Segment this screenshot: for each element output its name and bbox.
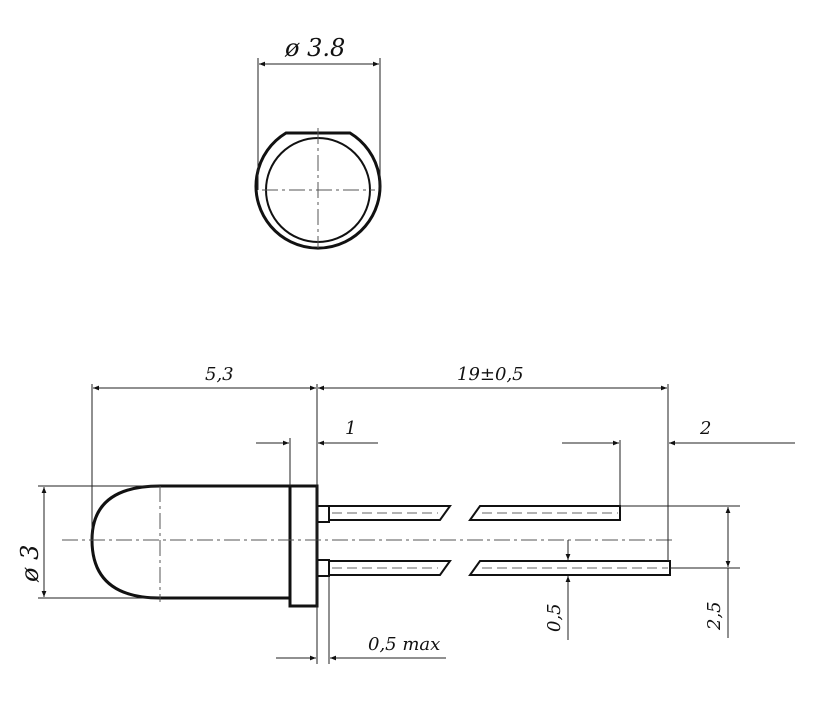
dim-body-length: 5,3 xyxy=(205,364,234,385)
led-flange xyxy=(288,484,319,608)
dim-lead-length: 19±0,5 xyxy=(457,364,524,385)
lead-lower-left xyxy=(329,560,452,576)
dim-lead-width: 0,5 xyxy=(544,603,565,632)
lead-upper-right xyxy=(468,505,621,521)
lead-lower-right xyxy=(468,560,671,576)
dim-lens-diameter-top: ø 3.8 xyxy=(284,34,345,62)
dim-body-diameter: ø 3 xyxy=(16,545,44,583)
lead-stub-upper xyxy=(316,505,330,523)
top-view: ø 3.8 xyxy=(254,34,382,250)
dim-lead-spacing: 2,5 xyxy=(704,601,725,631)
lead-stub-lower xyxy=(316,559,330,577)
dim-lead-end: 2 xyxy=(699,418,711,439)
led-body-outline xyxy=(90,484,290,600)
dim-flange-offset: 0,5 max xyxy=(368,634,440,655)
dim-flange-thickness: 1 xyxy=(345,418,356,439)
top-view-outer-outline xyxy=(254,131,382,250)
lead-upper-left xyxy=(329,505,452,521)
side-view: 5,3 19±0,5 1 2 ø 3 0,5 2,5 0,5 max xyxy=(16,364,795,664)
